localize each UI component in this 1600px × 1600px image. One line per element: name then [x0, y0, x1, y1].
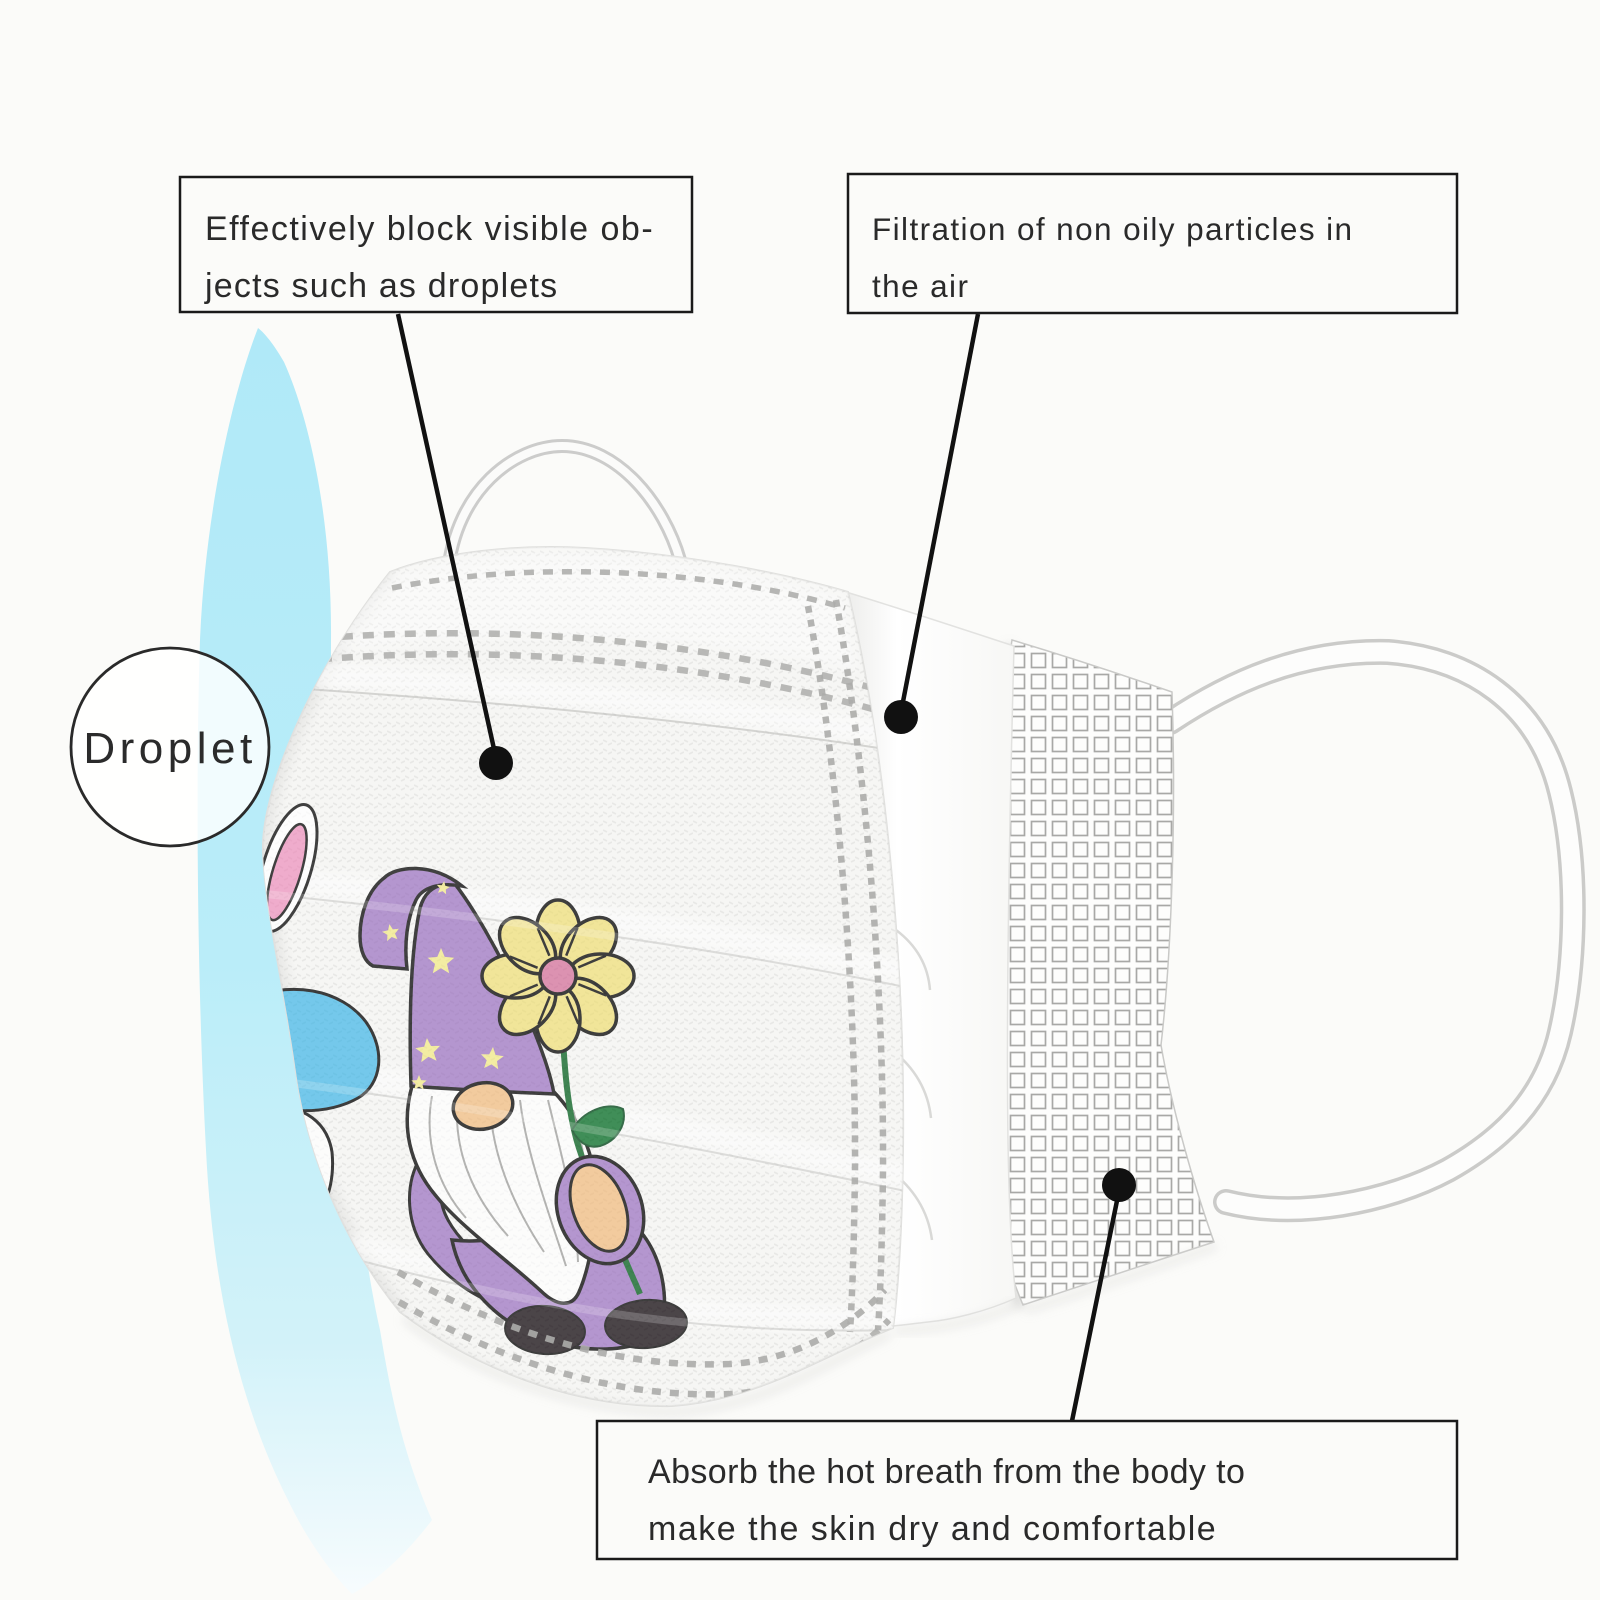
svg-text:jects such as droplets: jects such as droplets: [204, 267, 558, 305]
svg-text:Droplet: Droplet: [83, 724, 256, 773]
svg-text:Effectively block visible ob-: Effectively block visible ob-: [205, 210, 654, 248]
svg-text:Absorb the hot breath from the: Absorb the hot breath from the body to: [648, 1453, 1245, 1491]
svg-text:Filtration of non oily particl: Filtration of non oily particles in: [872, 211, 1353, 247]
svg-text:make the skin dry and comforta: make the skin dry and comfortable: [648, 1510, 1217, 1548]
svg-text:the air: the air: [872, 268, 969, 304]
